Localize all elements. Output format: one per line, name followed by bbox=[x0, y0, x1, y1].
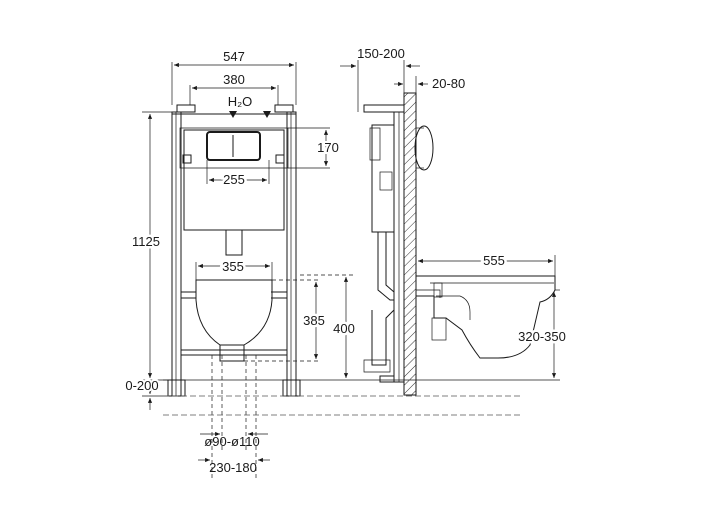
dim-400: 400 bbox=[300, 274, 357, 378]
dim-255-label: 255 bbox=[223, 172, 245, 187]
front-view: H₂O 547 380 170 255 bbox=[123, 49, 357, 480]
water-inlet-left-icon bbox=[229, 111, 237, 118]
dim-400-label: 400 bbox=[333, 321, 355, 336]
h2o-label: H₂O bbox=[228, 94, 253, 109]
dim-pipe-label: ø90-ø110 bbox=[204, 434, 259, 449]
dim-380-label: 380 bbox=[223, 72, 245, 87]
dim-0-200-label: 0-200 bbox=[125, 378, 158, 393]
dim-385: 385 bbox=[244, 279, 327, 362]
front-pan bbox=[195, 279, 273, 362]
dim-320-350: 320-350 bbox=[516, 289, 568, 381]
floor-lines bbox=[163, 379, 520, 416]
dim-555: 555 bbox=[418, 251, 556, 276]
dim-380: 380 bbox=[189, 72, 279, 105]
dim-1125-label: 1125 bbox=[132, 234, 160, 249]
dim-547-label: 547 bbox=[223, 49, 245, 64]
dim-0-200: 0-200 bbox=[123, 376, 168, 410]
dim-547: 547 bbox=[171, 49, 297, 105]
dim-355-label: 355 bbox=[222, 259, 244, 274]
dim-1125: 1125 bbox=[130, 111, 172, 381]
dim-offset-label: 230-180 bbox=[209, 460, 257, 475]
dim-pipe: ø90-ø110 230-180 bbox=[198, 355, 270, 480]
dim-355: 355 bbox=[195, 257, 273, 282]
dim-150-200: 150-200 bbox=[340, 46, 420, 112]
water-inlet-right-icon bbox=[263, 111, 271, 118]
dim-20-80-label: 20-80 bbox=[432, 76, 465, 91]
flush-plate-side bbox=[414, 125, 434, 171]
dim-170-label: 170 bbox=[317, 140, 339, 155]
wall bbox=[403, 92, 417, 396]
side-pan bbox=[415, 275, 556, 359]
flush-plate bbox=[206, 131, 261, 161]
front-frame bbox=[167, 104, 301, 397]
side-frame bbox=[363, 104, 434, 383]
dim-170: 170 bbox=[288, 127, 341, 169]
dim-255: 255 bbox=[206, 160, 270, 190]
side-view: 150-200 20-80 555 320-350 bbox=[340, 46, 568, 396]
dim-555-label: 555 bbox=[483, 253, 505, 268]
dim-320-350-label: 320-350 bbox=[518, 329, 566, 344]
dim-150-200-label: 150-200 bbox=[357, 46, 405, 61]
dim-385-label: 385 bbox=[303, 313, 325, 328]
cistern bbox=[179, 127, 289, 256]
dim-20-80: 20-80 bbox=[394, 76, 465, 93]
